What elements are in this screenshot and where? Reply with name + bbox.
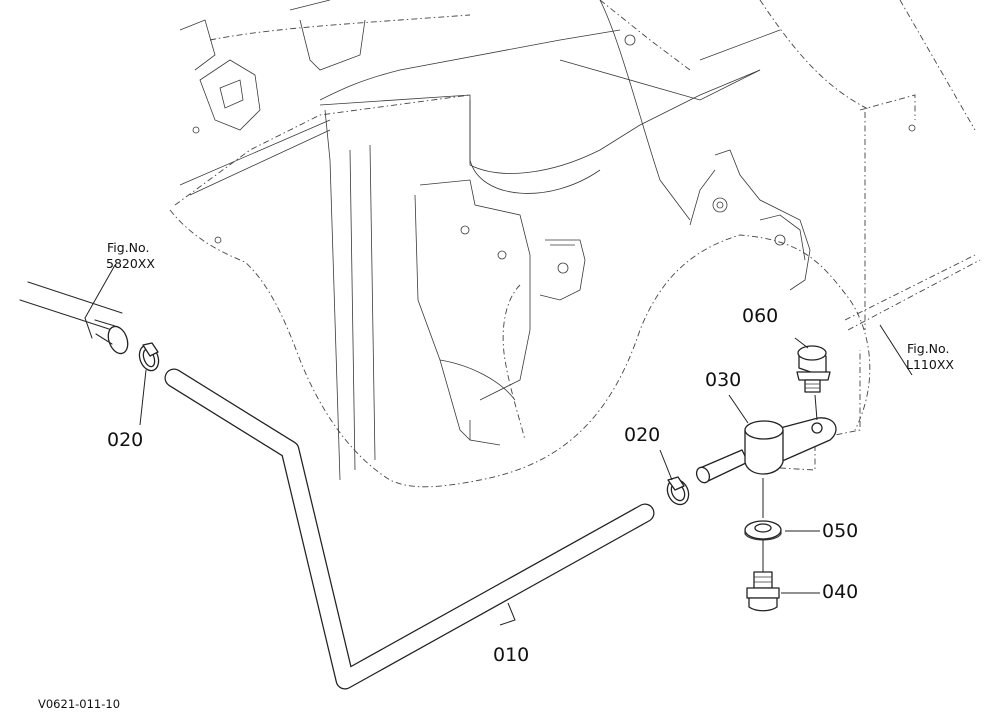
labels: 010 020 020 030 040 050 060 Fig.No. 5820…: [38, 240, 954, 711]
part-number-060: 060: [742, 305, 778, 327]
banjo-fitting-030: [695, 417, 837, 484]
hose-010: [164, 368, 655, 690]
part-number-020-left: 020: [107, 429, 143, 451]
part-number-050: 050: [822, 520, 858, 542]
part-number-010: 010: [493, 644, 529, 666]
figure-reference-label: Fig.No.: [907, 341, 949, 356]
chassis-structure: [179, 0, 916, 481]
bolt-060: [796, 345, 831, 393]
figure-reference-number: L110XX: [906, 357, 954, 372]
leader-lines: [84, 264, 913, 626]
part-number-040: 040: [822, 581, 858, 603]
figure-reference-label: Fig.No.: [107, 240, 149, 255]
figure-reference-number: 5820XX: [106, 256, 155, 271]
bolt-040: [746, 571, 780, 612]
hose-clamp-right: [666, 476, 690, 506]
drawing-code: V0621-011-10: [38, 697, 120, 711]
hose-clamp-left: [138, 342, 160, 372]
chassis-phantom-outline: [169, 0, 981, 488]
part-number-020-right: 020: [624, 424, 660, 446]
referenced-pipe-5820xx: [19, 281, 129, 355]
part-number-030: 030: [705, 369, 741, 391]
washer-050: [744, 520, 782, 541]
assembly-axis: [762, 394, 818, 572]
